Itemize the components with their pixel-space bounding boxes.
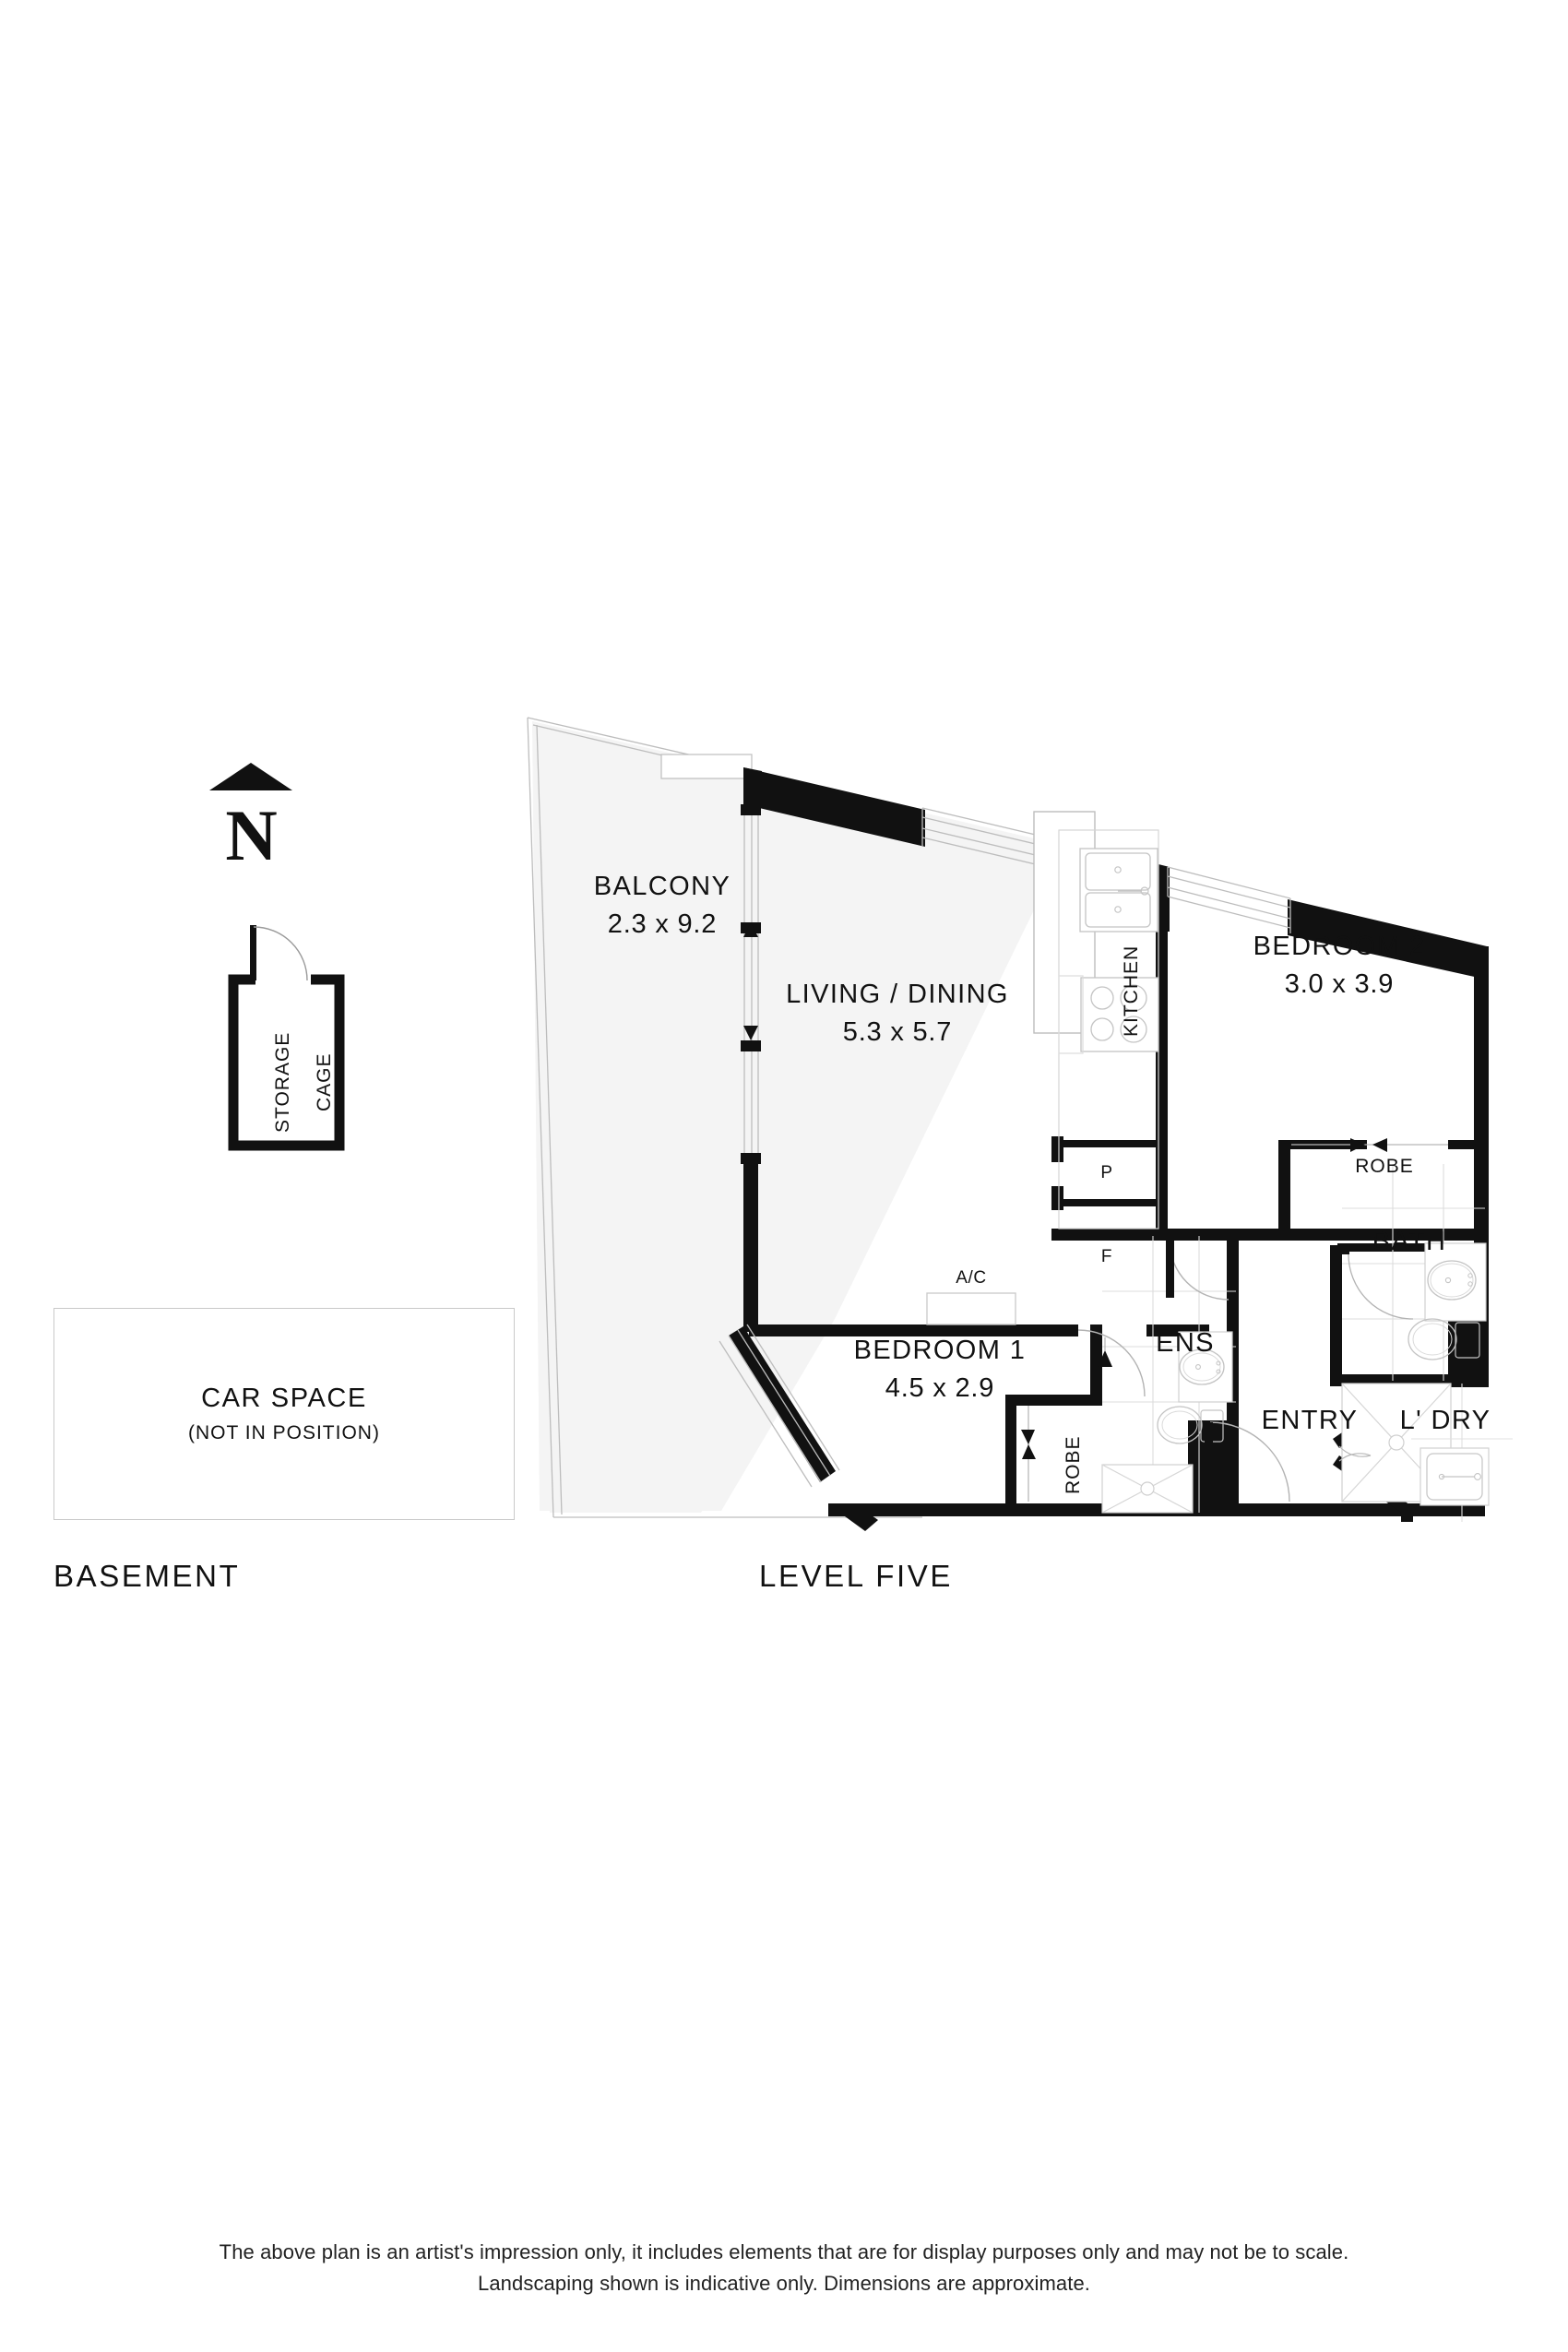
- laundry-tub-icon: [1426, 1453, 1483, 1501]
- entry-door-leaf: [1205, 1422, 1213, 1507]
- ens-basin-icon: [1179, 1348, 1225, 1385]
- label-fridge: F: [1100, 1247, 1113, 1266]
- bath-shower-icon: [1341, 1383, 1452, 1503]
- entry-door-swing: [1209, 1421, 1290, 1503]
- storage-cage-label-line1: STORAGE: [272, 1031, 293, 1133]
- car-space-text: CAR SPACE (NOT IN POSITION): [72, 1384, 496, 1444]
- label-air-conditioner: A/C: [956, 1268, 987, 1288]
- air-conditioner-unit: [926, 1292, 1016, 1325]
- disclaimer-line-2: Landscaping shown is indicative only. Di…: [478, 2272, 1090, 2296]
- disclaimer-line-1: The above plan is an artist's impression…: [219, 2240, 1349, 2263]
- level-five-title: LEVEL FIVE: [759, 1559, 954, 1593]
- robe-sliding-arrows: [1021, 1138, 1448, 1502]
- label-laundry: L' DRY: [1399, 1406, 1491, 1435]
- north-compass: N: [189, 742, 314, 904]
- label-robe-bedroom-1: ROBE: [1063, 1435, 1084, 1494]
- label-entry: ENTRY: [1261, 1406, 1359, 1435]
- north-letter: N: [225, 795, 278, 875]
- car-space-subtitle: (NOT IN POSITION): [188, 1422, 380, 1443]
- storage-cage-plan: [228, 925, 345, 1151]
- label-ens: ENS: [1156, 1328, 1215, 1358]
- door-jamb-markers: [741, 804, 761, 1164]
- ens-shower-icon: [1101, 1464, 1194, 1514]
- label-bath: BATH: [1372, 1227, 1447, 1256]
- label-pantry: P: [1100, 1163, 1113, 1182]
- kitchen-cooktop-icon: [1080, 977, 1159, 1052]
- room-label-living-dining: LIVING / DINING: [786, 980, 1009, 1009]
- room-dim-bedroom-2: 3.0 x 3.9: [1284, 969, 1395, 999]
- car-space-box: CAR SPACE (NOT IN POSITION): [53, 1308, 515, 1520]
- room-label-bedroom-2: BEDROOM 2: [1253, 932, 1426, 961]
- north-arrow-icon: [209, 763, 292, 790]
- balcony-glass-panel: [660, 754, 753, 779]
- storage-cage-label-line2: CAGE: [314, 1052, 335, 1111]
- sliding-door-arrows: [743, 922, 758, 1040]
- car-space-title: CAR SPACE: [201, 1384, 367, 1413]
- disclaimer: The above plan is an artist's impression…: [0, 2237, 1568, 2299]
- label-kitchen: KITCHEN: [1121, 944, 1142, 1037]
- kitchen-sink-icon: [1079, 848, 1158, 932]
- kitchen-fixtures: [1033, 811, 1159, 1229]
- ens-fixtures: [1098, 1236, 1236, 1514]
- room-label-bedroom-1: BEDROOM 1: [853, 1336, 1027, 1365]
- room-dim-balcony: 2.3 x 9.2: [607, 909, 718, 939]
- bath-door-swing: [1348, 1253, 1414, 1320]
- room-dim-bedroom-1: 4.5 x 2.9: [885, 1373, 995, 1403]
- basement-title: BASEMENT: [53, 1559, 241, 1593]
- room-dim-living-dining: 5.3 x 5.7: [842, 1017, 953, 1047]
- bath-toilet-icon: [1408, 1318, 1480, 1360]
- window-glazing: [719, 807, 1291, 1488]
- bath-fixtures: [1341, 1164, 1487, 1503]
- room-label-balcony: BALCONY: [593, 872, 731, 901]
- bath-basin-icon: [1427, 1260, 1477, 1301]
- ens-door-arrow: [1098, 1350, 1112, 1367]
- laundry-fixtures: [1338, 1384, 1513, 1522]
- label-robe-bedroom-2: ROBE: [1355, 1156, 1414, 1177]
